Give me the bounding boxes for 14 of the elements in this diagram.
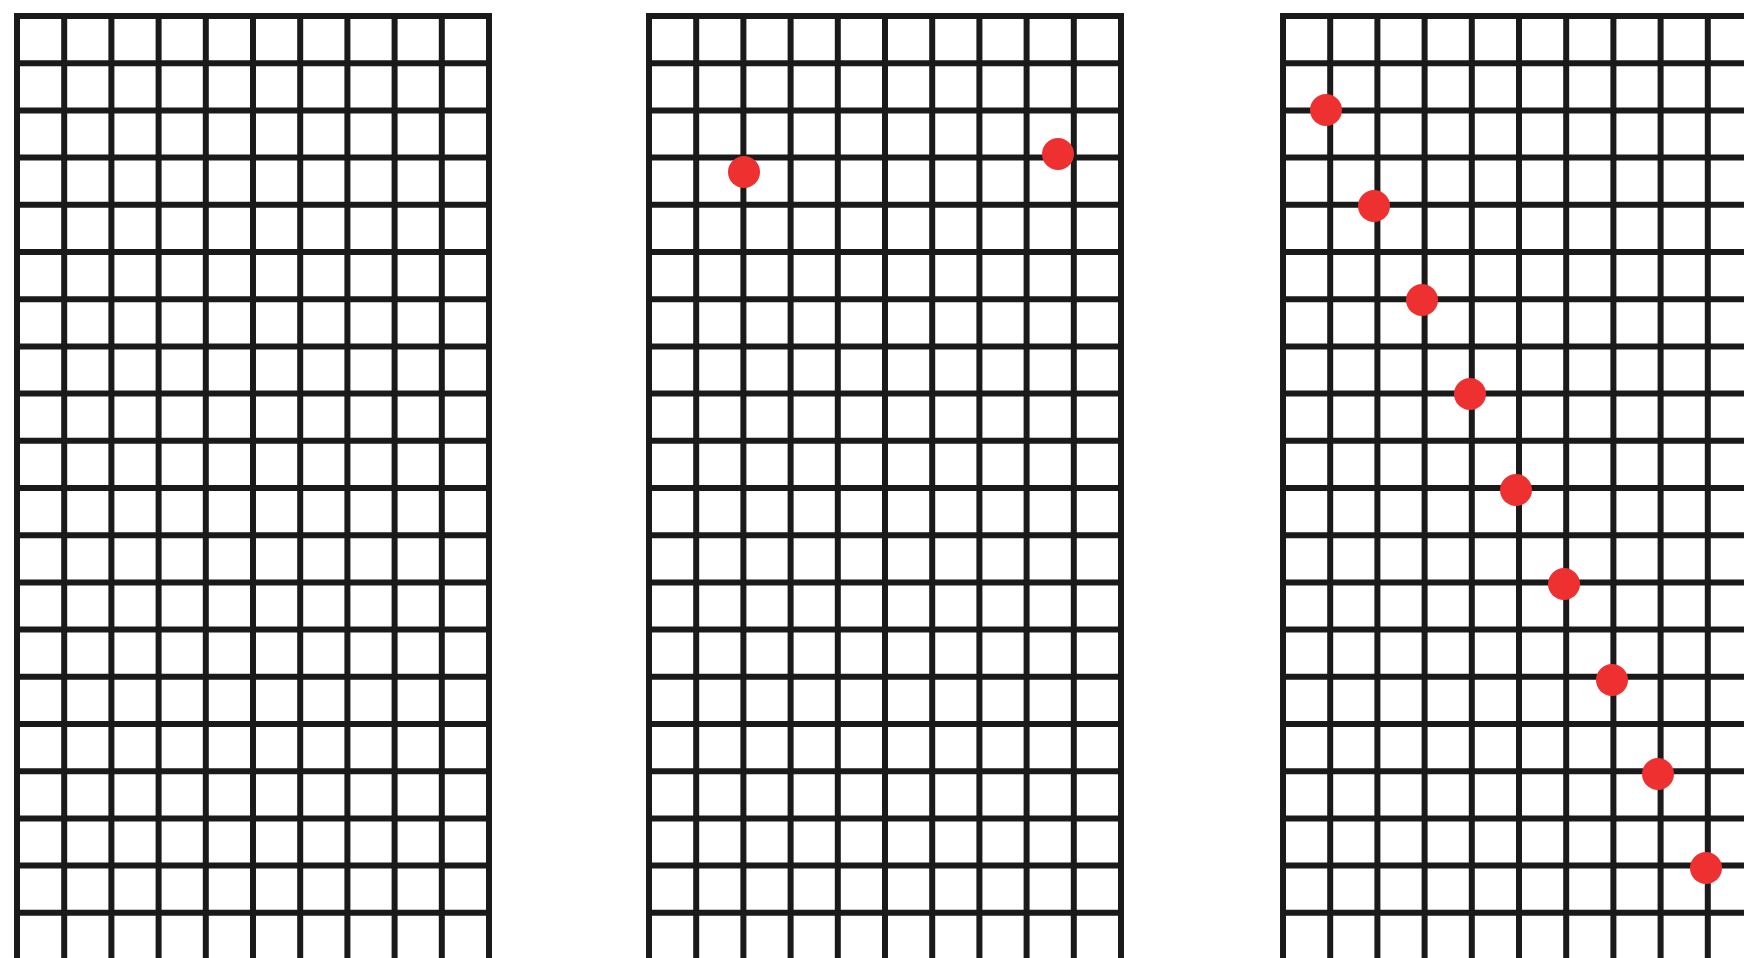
- grid: [1280, 16, 1744, 958]
- dot-marker: [1406, 284, 1438, 316]
- dot-marker: [1042, 138, 1074, 170]
- dot-marker: [1642, 758, 1674, 790]
- dot-marker: [1454, 378, 1486, 410]
- dot-marker: [1358, 190, 1390, 222]
- grid: [14, 16, 486, 958]
- dot-marker: [1690, 852, 1722, 884]
- dot-marker: [1310, 94, 1342, 126]
- grid: [646, 16, 1120, 958]
- dot-marker: [1500, 474, 1532, 506]
- dot-marker: [1548, 568, 1580, 600]
- dot-marker: [728, 156, 760, 188]
- dot-marker: [1596, 664, 1628, 696]
